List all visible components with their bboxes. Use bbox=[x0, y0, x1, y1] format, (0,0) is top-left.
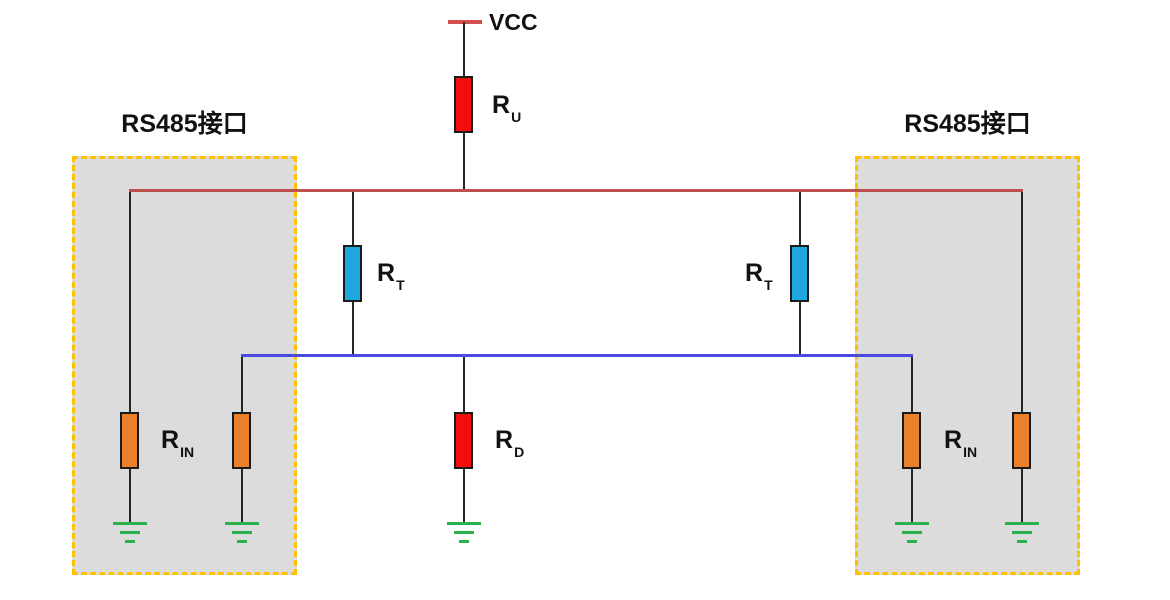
wire-busa-to-rin-l1 bbox=[129, 190, 131, 412]
resistor-rin-r1 bbox=[902, 412, 921, 469]
rs485-label-left: RS485接口 bbox=[121, 110, 248, 138]
wire-rin-r2-to-gnd bbox=[1021, 469, 1023, 523]
wire-rt-left-to-busb bbox=[352, 302, 354, 355]
ground-symbol bbox=[1005, 522, 1039, 544]
label-rt-left: RT bbox=[377, 259, 405, 293]
wire-busb-to-rd bbox=[463, 355, 465, 412]
wire-busa-to-rt-left bbox=[352, 190, 354, 245]
label-rd: RD bbox=[495, 426, 525, 460]
vcc-label: VCC bbox=[489, 9, 538, 35]
wire-busa-to-rt-right bbox=[799, 190, 801, 245]
ground-symbol bbox=[225, 522, 259, 544]
wire-ru-to-bus-a bbox=[463, 133, 465, 190]
resistor-rd bbox=[454, 412, 473, 469]
rs485-box-right bbox=[855, 156, 1080, 575]
wire-rin-l2-to-gnd bbox=[241, 469, 243, 523]
bus-line-b bbox=[241, 354, 913, 357]
resistor-rin-r2 bbox=[1012, 412, 1031, 469]
wire-busb-to-rin-r1 bbox=[911, 355, 913, 412]
label-ru: RU bbox=[492, 91, 522, 125]
rs485-box-left bbox=[72, 156, 297, 575]
ground-symbol bbox=[113, 522, 147, 544]
wire-vcc-to-ru bbox=[463, 22, 465, 76]
resistor-rin-l2 bbox=[232, 412, 251, 469]
bus-line-a bbox=[129, 189, 1023, 192]
wire-rin-l1-to-gnd bbox=[129, 469, 131, 523]
rs485-label-right: RS485接口 bbox=[904, 110, 1031, 138]
ground-symbol bbox=[447, 522, 481, 544]
resistor-rin-l1 bbox=[120, 412, 139, 469]
resistor-rt-right bbox=[790, 245, 809, 302]
vcc-rail-symbol bbox=[448, 20, 482, 24]
ground-symbol bbox=[895, 522, 929, 544]
wire-busa-to-rin-r2 bbox=[1021, 190, 1023, 412]
resistor-rt-left bbox=[343, 245, 362, 302]
resistor-ru bbox=[454, 76, 473, 133]
wire-busb-to-rin-l2 bbox=[241, 355, 243, 412]
wire-rin-r1-to-gnd bbox=[911, 469, 913, 523]
wire-rt-right-to-busb bbox=[799, 302, 801, 355]
wire-rd-to-gnd bbox=[463, 469, 465, 523]
label-rt-right: RT bbox=[745, 259, 773, 293]
label-rin-right: RIN bbox=[944, 426, 978, 460]
label-rin-left: RIN bbox=[161, 426, 195, 460]
